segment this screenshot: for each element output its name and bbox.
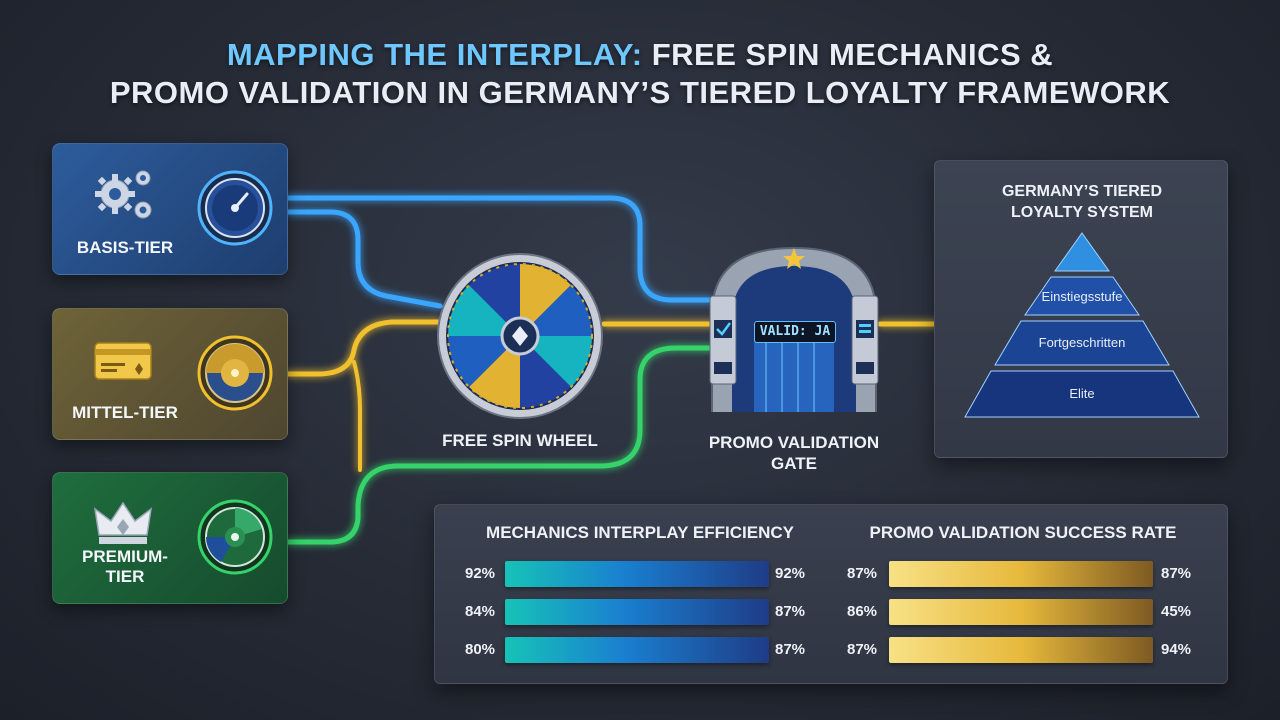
mechanics-row-left: 92% xyxy=(465,565,496,582)
pyramid-level-3: Elite xyxy=(1069,386,1095,401)
promo-row: 87% 94% xyxy=(847,637,1207,663)
promo-row-right: 94% xyxy=(1161,641,1192,658)
mechanics-title: MECHANICS INTERPLAY EFFICIENCY xyxy=(486,523,794,542)
mechanics-row-left: 84% xyxy=(465,603,496,620)
tier-label-mittel: MITTEL-TIER xyxy=(72,403,178,422)
gate-display: VALID: JA xyxy=(754,321,836,343)
title-highlight: MAPPING THE INTERPLAY: xyxy=(226,37,643,72)
promo-row: 87% 87% xyxy=(847,561,1207,587)
pyramid-level-2: Fortgeschritten xyxy=(1038,335,1126,350)
mittel-tier-card: MITTEL-TIER xyxy=(52,308,288,440)
promo-bar xyxy=(889,637,1153,663)
title-line2: PROMO VALIDATION IN GERMANY’S TIERED LOY… xyxy=(109,75,1171,110)
gate-label-line2: GATE xyxy=(771,454,817,473)
green-flow xyxy=(285,345,715,545)
promo-row-left: 87% xyxy=(847,565,878,582)
loyalty-title-line1: GERMANY’S TIERED xyxy=(1001,183,1162,200)
loyalty-title: GERMANY’S TIERED LOYALTY SYSTEM xyxy=(935,181,1229,223)
tier-label-premium: PREMIUM-TIER xyxy=(82,547,168,586)
mechanics-row: 84% 87% xyxy=(465,599,815,625)
wheel-label: FREE SPIN WHEEL xyxy=(442,431,598,450)
mechanics-row: 92% 92% xyxy=(465,561,815,587)
promo-row-left: 87% xyxy=(847,641,878,658)
mechanics-row-right: 87% xyxy=(775,603,806,620)
loyalty-title-line2: LOYALTY SYSTEM xyxy=(1011,204,1153,221)
promo-row-left: 86% xyxy=(847,603,878,620)
gears-icon xyxy=(95,170,152,219)
mechanics-row: 80% 87% xyxy=(465,637,815,663)
promo-title: PROMO VALIDATION SUCCESS RATE xyxy=(869,523,1177,542)
pyramid-level-1: Einstiegsstufe xyxy=(1041,289,1123,304)
gold-dial-icon xyxy=(197,335,273,411)
gold-flow xyxy=(285,319,939,472)
loyalty-pyramid xyxy=(964,232,1200,418)
mechanics-bar xyxy=(505,599,769,625)
promo-bar xyxy=(889,599,1153,625)
free-spin-wheel-icon xyxy=(437,253,603,419)
title-line1: FREE SPIN MECHANICS & xyxy=(642,37,1054,72)
blue-dial-icon xyxy=(197,170,273,246)
mechanics-row-right: 87% xyxy=(775,641,806,658)
card-icon xyxy=(94,342,152,380)
stats-panel: MECHANICS INTERPLAY EFFICIENCY PROMO VAL… xyxy=(434,504,1228,684)
loyalty-system-panel: GERMANY’S TIERED LOYALTY SYSTEM Einstieg… xyxy=(934,160,1228,458)
green-dial-icon xyxy=(197,499,273,575)
premium-tier-card: PREMIUM-TIER xyxy=(52,472,288,604)
mechanics-bar xyxy=(505,637,769,663)
promo-row: 86% 45% xyxy=(847,599,1207,625)
mechanics-row-right: 92% xyxy=(775,565,806,582)
promo-row-right: 87% xyxy=(1161,565,1192,582)
mechanics-row-left: 80% xyxy=(465,641,496,658)
gate-label-line1: PROMO VALIDATION xyxy=(708,433,880,452)
promo-bar xyxy=(889,561,1153,587)
gate-label: PROMO VALIDATION GATE xyxy=(684,432,904,474)
blue-flow xyxy=(285,195,715,309)
crown-icon xyxy=(93,501,153,544)
basis-tier-card: BASIS-TIER xyxy=(52,143,288,275)
mechanics-bar xyxy=(505,561,769,587)
tier-label-basis: BASIS-TIER xyxy=(76,238,174,257)
promo-row-right: 45% xyxy=(1161,603,1192,620)
page-title: MAPPING THE INTERPLAY: FREE SPIN MECHANI… xyxy=(0,36,1280,112)
